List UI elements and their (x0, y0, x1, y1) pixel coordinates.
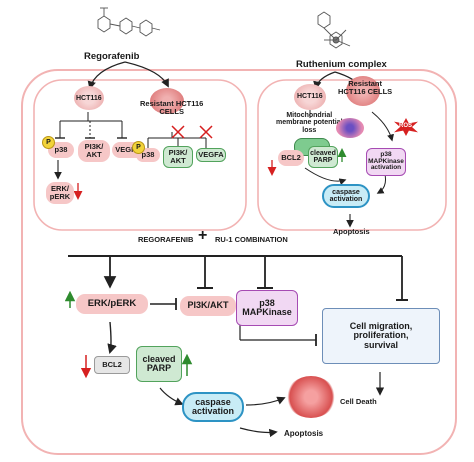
erk-perk-node: ERK/ pERK (46, 182, 74, 204)
cell-death-label: Cell Death (340, 397, 377, 406)
erk-perk-bottom-node: ERK/pERK (76, 294, 148, 314)
pi3k-akt-bottom-node: PI3K/AKT (180, 296, 236, 316)
bcl2-bottom-node: BCL2 (94, 356, 130, 374)
red-x-marks (171, 125, 213, 139)
cell-migration-node: Cell migration, proliferation, survival (322, 308, 440, 364)
outer-frame (21, 69, 457, 455)
phospho-badge: P (42, 136, 55, 149)
apoptotic-cell-icon (286, 376, 336, 418)
regorafenib-structure (97, 7, 161, 37)
resistant-pi3k-node: PI3K/ AKT (163, 146, 193, 168)
resistant-vegfa-node: VEGFA (196, 148, 226, 162)
right-apoptosis-label: Apoptosis (333, 227, 370, 236)
ruthenium-label: Ruthenium complex (296, 59, 387, 70)
apoptosis-bottom-label: Apoptosis (284, 429, 324, 438)
mito-label: Mitochondrial membrane potential loss (276, 112, 343, 134)
right-p38-mapk-node: p38 MAPKinase activation (366, 148, 406, 176)
right-resistant-label: Resistant HCT116 CELLS (338, 79, 393, 96)
combination-plus: + (198, 227, 208, 244)
resistant-title: Resistant HCT116 CELLS (140, 99, 204, 116)
resistant-phospho-badge: P (132, 141, 145, 154)
right-resistant-cell-icon (346, 76, 380, 106)
right-caspase-node: caspase activation (322, 184, 370, 208)
ros-label: ROS (399, 123, 413, 129)
hct116-label: HCT116 (76, 95, 102, 102)
right-bcl2-node: BCL2 (278, 150, 304, 166)
cleaved-parp-bottom-node: cleaved PARP (136, 346, 182, 382)
hct116-cell-icon (74, 86, 104, 110)
caspase-bottom-node: caspase activation (182, 392, 244, 422)
p38-mapk-bottom-node: p38 MAPKinase (236, 290, 298, 326)
ruthenium-structure (317, 11, 351, 49)
cell-cluster-icon (336, 118, 364, 138)
right-cleaved-parp-node: cleaved PARP (308, 146, 338, 168)
pi3k-akt-node: PI3K/ AKT (78, 140, 110, 162)
left-compartment (33, 79, 247, 231)
resistant-cell-icon (150, 88, 184, 114)
right-hct116-label: HCT116 (297, 93, 323, 100)
right-hct116-cell-icon (294, 84, 326, 110)
regorafenib-label: Regorafenib (84, 51, 140, 62)
p38-node: p38 (48, 142, 74, 158)
combination-right: RU-1 COMBINATION (215, 235, 288, 244)
combination-left: REGORAFENIB (138, 235, 194, 244)
